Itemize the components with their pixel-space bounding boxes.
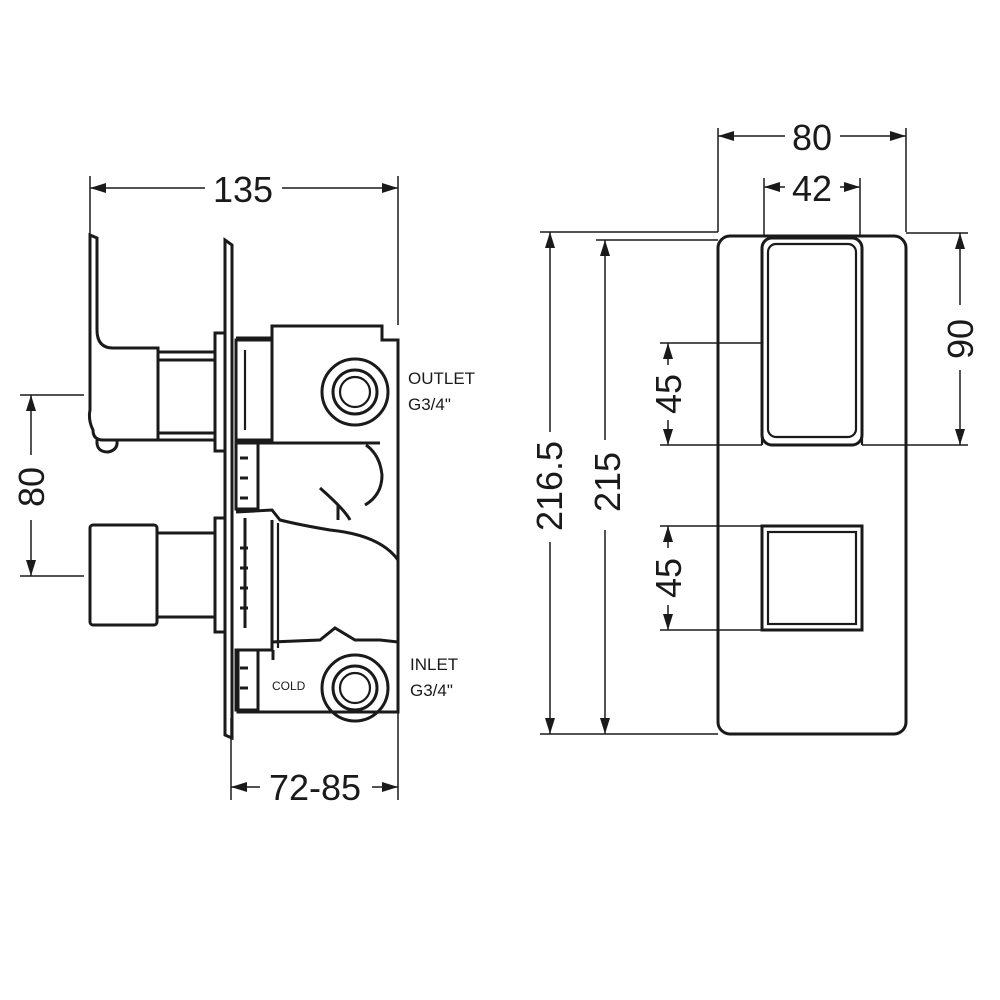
dimension-handle-width: 42 xyxy=(763,168,861,236)
inlet-port xyxy=(320,653,390,723)
front-view: 80 42 216.5 215 xyxy=(529,117,981,736)
dimension-handle-height-lower: 45 xyxy=(648,525,762,631)
side-view: 135 80 72-85 xyxy=(11,169,475,808)
dimension-label-handle-spacing: 80 xyxy=(11,467,52,507)
wall-plate xyxy=(213,237,234,741)
dimension-handle-height-upper: 45 xyxy=(648,342,762,446)
outlet-thread-label: G3/4" xyxy=(408,395,451,414)
dimension-label-body-height: 215 xyxy=(587,452,628,512)
lower-control-knob xyxy=(88,523,217,627)
inlet-label: INLET xyxy=(410,655,458,674)
valve-body xyxy=(234,324,400,714)
cold-label: COLD xyxy=(272,679,306,693)
dimension-label-plate-height: 216.5 xyxy=(529,441,570,531)
dimension-label-total-depth: 135 xyxy=(213,169,273,210)
outlet-label: OUTLET xyxy=(408,369,475,388)
dimension-upper-section: 90 xyxy=(862,232,981,446)
front-upper-handle xyxy=(760,236,864,447)
dimension-plate-height: 216.5 xyxy=(529,231,718,735)
upper-lever-handle xyxy=(87,232,217,454)
outlet-port xyxy=(320,357,390,427)
dimension-plate-width: 80 xyxy=(717,117,907,232)
dimension-body-height: 215 xyxy=(587,239,718,734)
dimension-label-handle-height-upper: 45 xyxy=(648,374,689,414)
faceplate xyxy=(716,234,908,736)
inlet-thread-label: G3/4" xyxy=(410,681,453,700)
dimension-total-depth: 135 xyxy=(89,169,399,325)
dimension-handle-spacing: 80 xyxy=(11,394,84,577)
dimension-label-plate-width: 80 xyxy=(792,117,832,158)
dimension-label-handle-height-lower: 45 xyxy=(648,558,689,598)
front-lower-knob xyxy=(760,524,864,632)
dimension-wall-depth: 72-85 xyxy=(230,710,399,808)
dimension-label-upper-section: 90 xyxy=(940,319,981,359)
dimension-label-handle-width: 42 xyxy=(792,168,832,209)
dimension-label-wall-depth: 72-85 xyxy=(269,767,361,808)
